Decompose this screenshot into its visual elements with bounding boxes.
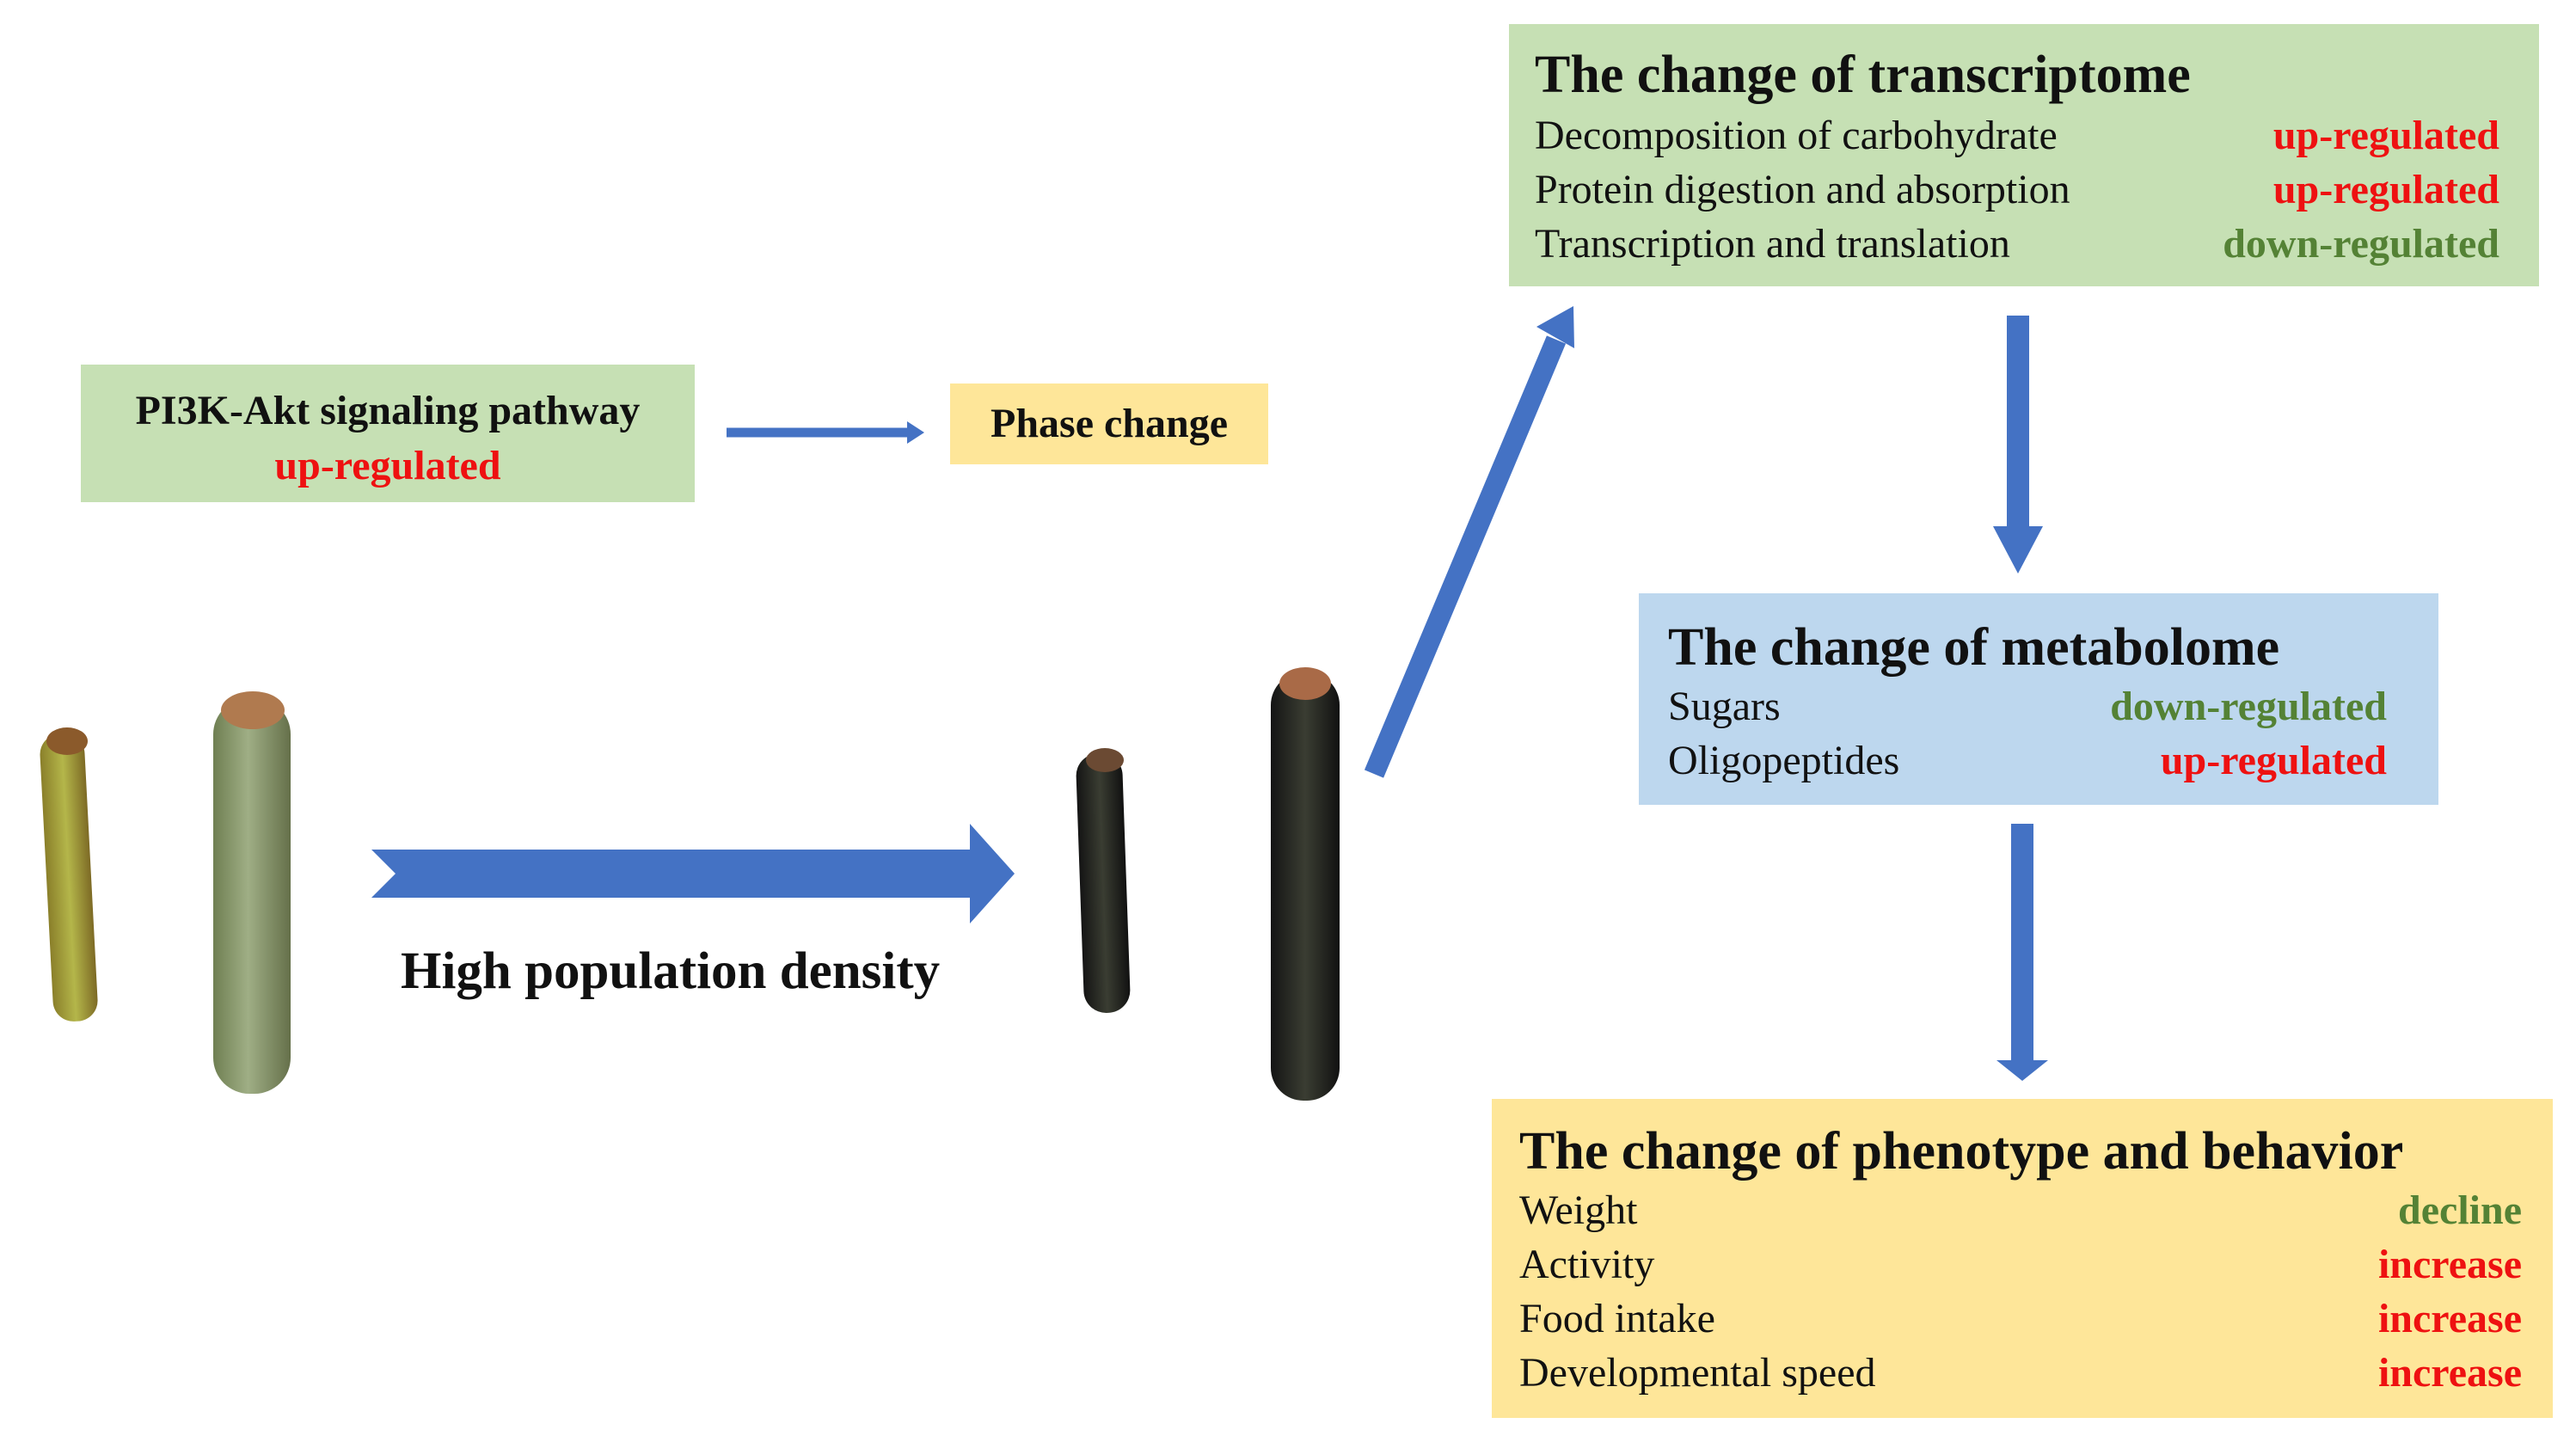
phenotype-title: The change of phenotype and behavior — [1519, 1122, 2404, 1181]
transcriptome-row: Transcription and translation down-regul… — [1535, 217, 2499, 271]
black-caterpillar-large — [1271, 667, 1340, 1101]
row-value: decline — [2398, 1187, 2522, 1233]
pathway-status: up-regulated — [274, 443, 501, 488]
row-value: down-regulated — [2223, 221, 2499, 267]
metabolome-box: The change of metabolome Sugars down-reg… — [1639, 593, 2438, 805]
metabolome-row: Oligopeptides up-regulated — [1668, 733, 2387, 788]
arrow-metabolome-to-phenotype — [1996, 824, 2048, 1081]
pathway-name: PI3K-Akt signaling pathway — [135, 388, 641, 433]
transcriptome-row: Decomposition of carbohydrate up-regulat… — [1535, 108, 2499, 163]
transcriptome-box: The change of transcriptome Decompositio… — [1509, 24, 2539, 286]
phenotype-row: Developmental speed increase — [1519, 1346, 2522, 1400]
pathway-box: PI3K-Akt signaling pathway up-regulated — [81, 365, 695, 502]
density-text: High population density — [401, 942, 941, 1000]
arrow-to-transcriptome — [1364, 306, 1574, 778]
row-label: Protein digestion and absorption — [1535, 167, 2070, 212]
transcriptome-row: Protein digestion and absorption up-regu… — [1535, 163, 2499, 217]
transcriptome-title: The change of transcriptome — [1535, 46, 2191, 104]
row-value: increase — [2377, 1242, 2522, 1287]
row-label: Sugars — [1668, 684, 1781, 729]
row-label: Food intake — [1519, 1296, 1715, 1341]
black-caterpillar-small — [1076, 748, 1131, 1013]
row-label: Activity — [1519, 1242, 1655, 1287]
phase-change-box: Phase change — [950, 384, 1268, 464]
row-label: Weight — [1519, 1187, 1638, 1233]
green-caterpillar-small — [40, 727, 98, 1022]
arrow-high-density — [371, 824, 1015, 923]
row-value: up-regulated — [2272, 167, 2499, 212]
phenotype-row: Food intake increase — [1519, 1292, 2522, 1346]
row-value: up-regulated — [2272, 113, 2499, 158]
phase-change-label: Phase change — [991, 401, 1228, 446]
row-label: Decomposition of carbohydrate — [1535, 113, 2058, 158]
metabolome-row: Sugars down-regulated — [1668, 679, 2387, 733]
phenotype-box: The change of phenotype and behavior Wei… — [1492, 1099, 2553, 1418]
density-label: High population density — [401, 942, 940, 1002]
row-label: Developmental speed — [1519, 1350, 1876, 1396]
phenotype-row: Activity increase — [1519, 1237, 2522, 1292]
row-label: Oligopeptides — [1668, 738, 1900, 783]
row-value: increase — [2377, 1350, 2522, 1396]
arrow-transcriptome-to-metabolome — [1993, 316, 2043, 574]
metabolome-title: The change of metabolome — [1668, 618, 2280, 677]
arrow-pathway-to-phase — [727, 421, 924, 444]
green-caterpillar-large — [213, 691, 291, 1094]
row-value: up-regulated — [2160, 738, 2387, 783]
row-value: down-regulated — [2110, 684, 2387, 729]
phenotype-row: Weight decline — [1519, 1183, 2522, 1237]
row-value: increase — [2377, 1296, 2522, 1341]
row-label: Transcription and translation — [1535, 221, 2010, 267]
